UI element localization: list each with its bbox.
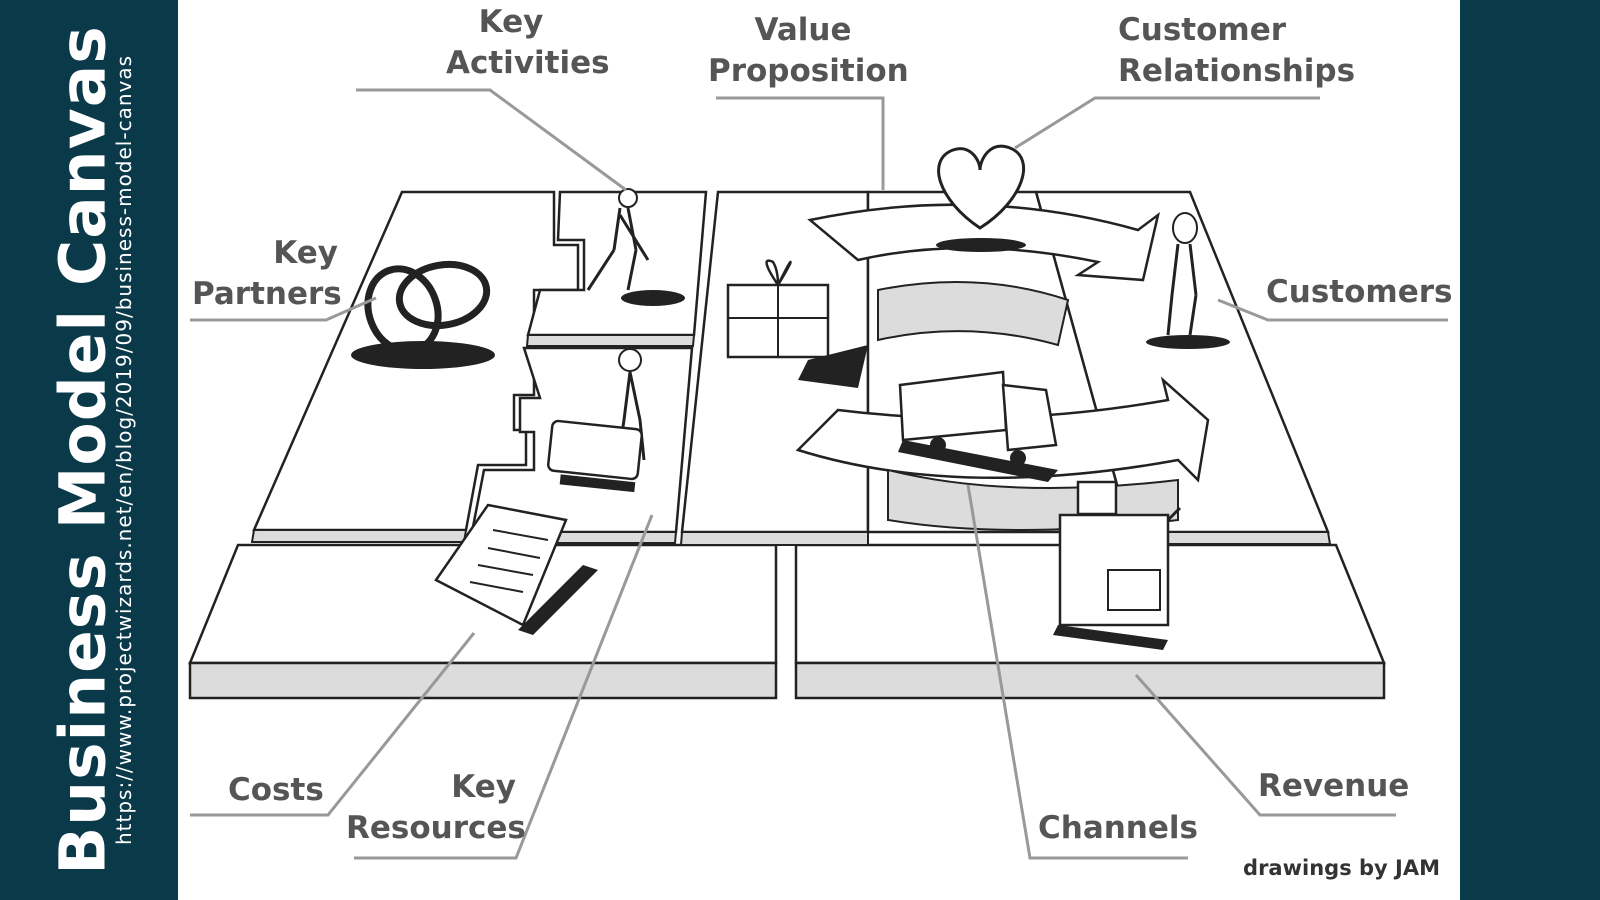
costs-leader <box>190 632 476 817</box>
key-partners-label-line1: Key <box>273 235 338 271</box>
revenue-label: Revenue <box>1258 768 1410 804</box>
key-resources-label: Key Resources <box>346 767 526 849</box>
delivery-truck-icon <box>898 370 1058 482</box>
gift-icon <box>726 259 868 388</box>
standing-customer-icon <box>1146 212 1230 349</box>
value-proposition-label-line2: Proposition <box>708 53 909 89</box>
key-resources-leader <box>354 514 654 860</box>
key-resources-label-line2: Resources <box>346 810 526 846</box>
rings-icon <box>351 260 495 369</box>
key-activities-label: Key Activities <box>446 2 610 84</box>
customer-relationships-leader <box>1014 96 1320 150</box>
value-proposition-leader <box>716 96 885 190</box>
sidebar-title: Business Model Canvas <box>46 25 120 875</box>
sidebar-url[interactable]: https://www.projectwizards.net/en/blog/2… <box>112 54 136 846</box>
sidebar: Business Model Canvas https://www.projec… <box>0 0 178 900</box>
key-resources-label-line1: Key <box>451 769 516 805</box>
person-with-machine-icon <box>546 348 646 493</box>
invoice-document-icon <box>434 503 598 635</box>
leader-lines <box>190 88 1448 860</box>
key-activities-label-line1: Key <box>478 4 544 40</box>
revenue-leader <box>1134 674 1396 817</box>
customers-label: Customers <box>1266 274 1453 310</box>
key-activities-label-line2: Activities <box>446 45 610 81</box>
heart-icon <box>936 144 1026 252</box>
cash-register-icon <box>1053 480 1182 650</box>
right-margin <box>1460 0 1600 900</box>
customer-relationships-label: Customer Relationships <box>1118 10 1355 92</box>
channels-label: Channels <box>1038 810 1198 846</box>
digging-person-icon <box>586 188 685 306</box>
customer-relationships-label-line1: Customer <box>1118 12 1287 48</box>
key-activities-leader <box>356 88 627 192</box>
value-proposition-label-line1: Value <box>754 12 852 48</box>
channels-leader <box>966 484 1188 860</box>
canvas-drawing <box>188 88 1448 860</box>
customer-relationships-label-line2: Relationships <box>1118 53 1356 89</box>
customers-leader <box>1217 298 1448 322</box>
key-partners-label: Key Partners <box>192 233 342 315</box>
key-partners-label-line2: Partners <box>192 276 342 312</box>
drawings-credit: drawings by JAM <box>1243 856 1440 880</box>
key-partners-leader <box>190 296 377 322</box>
value-proposition-label: Value Proposition <box>708 10 909 92</box>
costs-label: Costs <box>228 772 324 808</box>
canvas-illustration: Key Activities Value Proposition Custome… <box>178 0 1460 900</box>
